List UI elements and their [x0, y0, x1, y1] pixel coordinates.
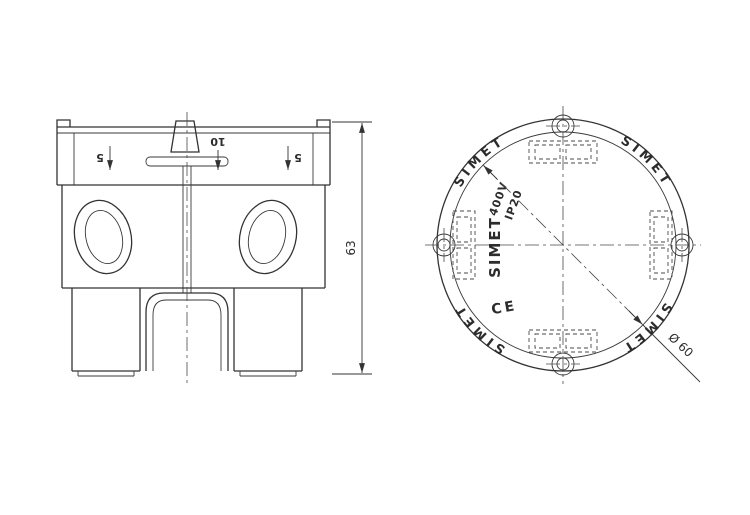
emboss-center-label: 10 [210, 135, 226, 148]
emboss-marks: 5 10 5 [96, 135, 302, 170]
emboss-right-label: 5 [294, 151, 302, 164]
knockout-top [528, 140, 598, 164]
mounting-ear-bottom [546, 352, 580, 376]
mounting-ear-right [670, 228, 694, 262]
knockout-left [452, 210, 476, 280]
top-view: SIMET SIMET SIMET SIMET SIMET 400V IP20 … [425, 106, 701, 384]
leg-right [233, 288, 303, 377]
knockout-right [649, 210, 673, 280]
side-view: 5 10 5 [56, 112, 372, 385]
side-spout-right [238, 199, 298, 275]
diameter-dimension-label: Ø 60 [666, 330, 696, 360]
center-brand-label: SIMET [486, 216, 504, 278]
emboss-left-label: 5 [96, 151, 104, 164]
rim-brand-top-right: SIMET [618, 133, 675, 190]
side-spout-left [73, 199, 133, 275]
ce-mark-label: CE [490, 298, 518, 318]
body-outline [61, 185, 326, 289]
mounting-ear-left [432, 228, 456, 262]
mounting-ear-top [546, 114, 580, 138]
height-dimension: 63 [332, 121, 372, 375]
height-dimension-label: 63 [344, 240, 358, 255]
flange-outline [56, 119, 331, 186]
knockout-bottom [528, 329, 598, 353]
leg-left [71, 288, 141, 377]
